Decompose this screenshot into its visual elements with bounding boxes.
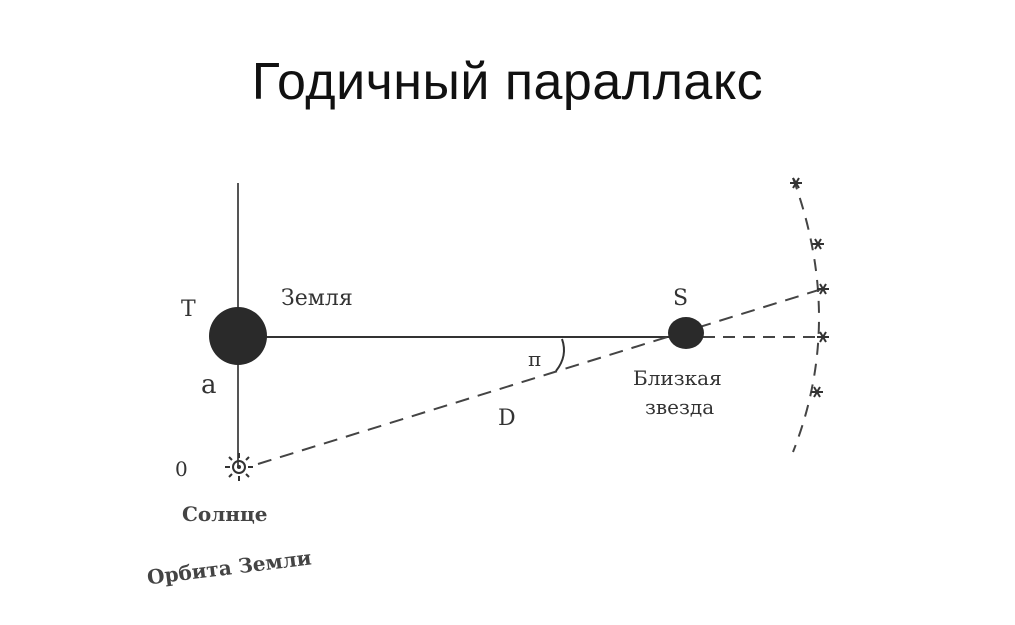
- earth-letter-label: T: [181, 297, 196, 322]
- sun-zero-label: 0: [175, 457, 188, 481]
- parallax-angle-arc: [555, 338, 565, 372]
- asterisk-star-icon: [811, 386, 823, 398]
- earth-disc: [209, 307, 267, 365]
- earth-name-label: Земля: [281, 286, 353, 311]
- sun-star-dashed-line: [257, 288, 823, 465]
- star-letter-label: S: [673, 286, 688, 311]
- sun-name-label: Солнце: [182, 502, 268, 526]
- distance-d-label: D: [498, 406, 516, 431]
- sun-icon: [225, 453, 253, 481]
- asterisk-star-icon: [817, 283, 829, 295]
- star-disc: [668, 317, 704, 349]
- asterisk-star-icon: [790, 177, 802, 189]
- parallax-angle-label: π: [528, 347, 541, 371]
- background-stars-arc: [792, 177, 820, 453]
- distance-a-label: a: [201, 370, 217, 400]
- asterisk-star-icon: [812, 238, 824, 250]
- page-title: Годичный параллакс: [251, 53, 764, 111]
- star-name-line2-label: звезда: [645, 395, 714, 419]
- orbit-name-label: Орбита Земли: [146, 545, 313, 589]
- asterisk-star-icon: [817, 331, 829, 343]
- star-name-line1-label: Близкая: [633, 366, 722, 390]
